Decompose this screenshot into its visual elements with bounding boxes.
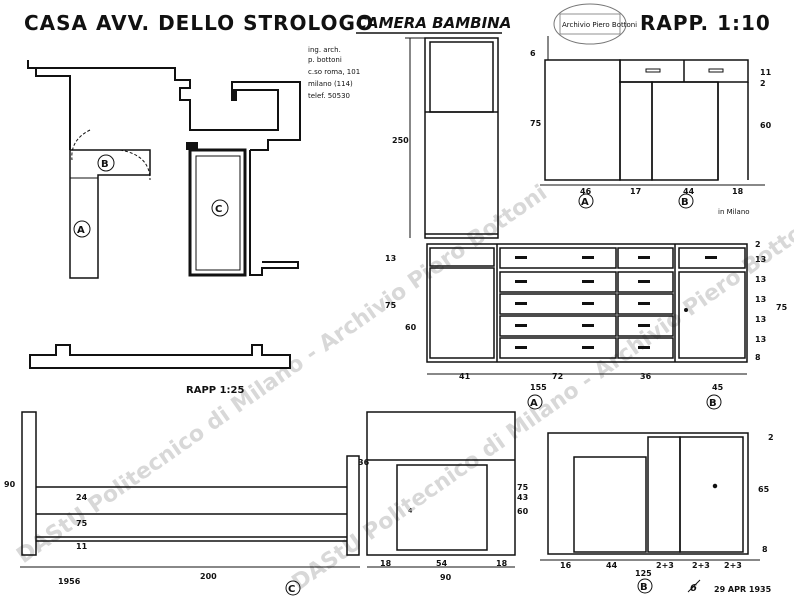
svg-text:2: 2 <box>760 79 766 88</box>
svg-text:13: 13 <box>755 295 766 304</box>
svg-text:p. bottoni: p. bottoni <box>308 56 342 64</box>
svg-text:4: 4 <box>408 507 413 515</box>
sheet-title: CASA AVV. DELLO STROLOGO <box>24 11 374 35</box>
svg-text:65: 65 <box>758 485 770 494</box>
svg-text:B: B <box>709 398 717 409</box>
svg-text:6: 6 <box>530 49 536 58</box>
svg-text:46: 46 <box>580 187 592 196</box>
svg-text:C: C <box>215 204 222 215</box>
svg-text:18: 18 <box>496 559 508 568</box>
plan-labels: A B C <box>73 154 229 238</box>
svg-text:c.so roma, 101: c.so roma, 101 <box>308 68 360 76</box>
svg-text:Archivio Piero Bottoni: Archivio Piero Bottoni <box>562 21 637 29</box>
bed-dims: 90 24 75 11 200 1956 C <box>4 480 301 596</box>
svg-text:A: A <box>530 398 538 409</box>
svg-text:B: B <box>681 197 689 208</box>
svg-text:11: 11 <box>76 542 88 551</box>
svg-text:2: 2 <box>755 240 761 249</box>
plan-scale-label: RAPP 1:25 <box>186 385 244 396</box>
room-title: CAMERA BAMBINA <box>356 14 511 32</box>
svg-text:90: 90 <box>440 573 452 582</box>
svg-text:8: 8 <box>762 545 768 554</box>
svg-text:2+3: 2+3 <box>656 561 674 570</box>
svg-text:A: A <box>77 225 85 236</box>
svg-text:in Milano: in Milano <box>718 208 750 216</box>
svg-text:B: B <box>101 159 109 170</box>
svg-text:16: 16 <box>560 561 572 570</box>
svg-text:13: 13 <box>755 315 766 324</box>
svg-text:60: 60 <box>517 507 529 516</box>
date-stamp: 29 APR 1935 <box>714 585 772 594</box>
svg-text:milano (114): milano (114) <box>308 80 353 88</box>
nightstand <box>366 411 516 568</box>
svg-text:11: 11 <box>760 68 772 77</box>
svg-text:6: 6 <box>690 583 697 594</box>
svg-text:13: 13 <box>755 275 766 284</box>
svg-text:75: 75 <box>385 301 397 310</box>
cabinet <box>540 432 760 561</box>
drawer-dims: 13 75 60 2 13 13 13 13 13 8 75 41 72 36 … <box>385 240 788 410</box>
svg-text:B: B <box>640 582 648 593</box>
drawer-handles <box>515 256 717 349</box>
archive-stamp: Archivio Piero Bottoni <box>553 3 637 45</box>
architect-info: ing. arch. p. bottoni c.so roma, 101 mil… <box>308 46 360 100</box>
svg-text:75: 75 <box>530 119 542 128</box>
svg-text:75: 75 <box>776 303 788 312</box>
scale-title: RAPP. 1:10 <box>640 11 771 35</box>
floor-plan <box>27 60 301 369</box>
svg-text:2: 2 <box>768 433 774 442</box>
svg-text:13: 13 <box>385 254 396 263</box>
svg-text:8: 8 <box>755 353 761 362</box>
svg-text:200: 200 <box>200 572 217 581</box>
svg-text:36: 36 <box>640 372 652 381</box>
svg-text:44: 44 <box>683 187 695 196</box>
nightstand-dims: 36 75 43 60 18 54 18 90 4 <box>358 458 529 582</box>
bed <box>20 411 360 568</box>
wardrobe-tall <box>405 37 499 239</box>
cabinet-dims: 2 65 8 16 44 2+3 2+3 2+3 125 B <box>560 433 774 594</box>
svg-text:18: 18 <box>380 559 392 568</box>
svg-text:45: 45 <box>712 383 724 392</box>
svg-text:1956: 1956 <box>58 577 81 586</box>
svg-text:41: 41 <box>459 372 471 381</box>
svg-text:13: 13 <box>755 335 766 344</box>
svg-text:54: 54 <box>436 559 448 568</box>
svg-text:60: 60 <box>405 323 417 332</box>
svg-text:75: 75 <box>76 519 88 528</box>
drawer-unit <box>426 243 748 363</box>
svg-text:2+3: 2+3 <box>692 561 710 570</box>
svg-text:telef. 50530: telef. 50530 <box>308 92 350 100</box>
desk-unit <box>540 36 765 186</box>
svg-text:C: C <box>288 584 295 595</box>
svg-text:36: 36 <box>358 458 370 467</box>
svg-text:ing. arch.: ing. arch. <box>308 46 341 54</box>
svg-text:A: A <box>581 197 589 208</box>
svg-text:18: 18 <box>732 187 744 196</box>
sheet-number: 6 <box>687 579 701 594</box>
svg-text:125: 125 <box>635 569 652 578</box>
svg-text:2+3: 2+3 <box>724 561 742 570</box>
svg-text:44: 44 <box>606 561 618 570</box>
svg-text:60: 60 <box>760 121 772 130</box>
svg-text:90: 90 <box>4 480 16 489</box>
svg-text:72: 72 <box>552 372 563 381</box>
svg-text:250: 250 <box>392 136 409 145</box>
svg-text:24: 24 <box>76 493 88 502</box>
svg-text:17: 17 <box>630 187 641 196</box>
svg-text:43: 43 <box>517 493 528 502</box>
svg-text:75: 75 <box>517 483 529 492</box>
svg-text:13: 13 <box>755 255 766 264</box>
desk-dims: 6 75 11 2 60 46 17 44 18 in Milano A B <box>530 49 772 216</box>
svg-text:155: 155 <box>530 383 547 392</box>
